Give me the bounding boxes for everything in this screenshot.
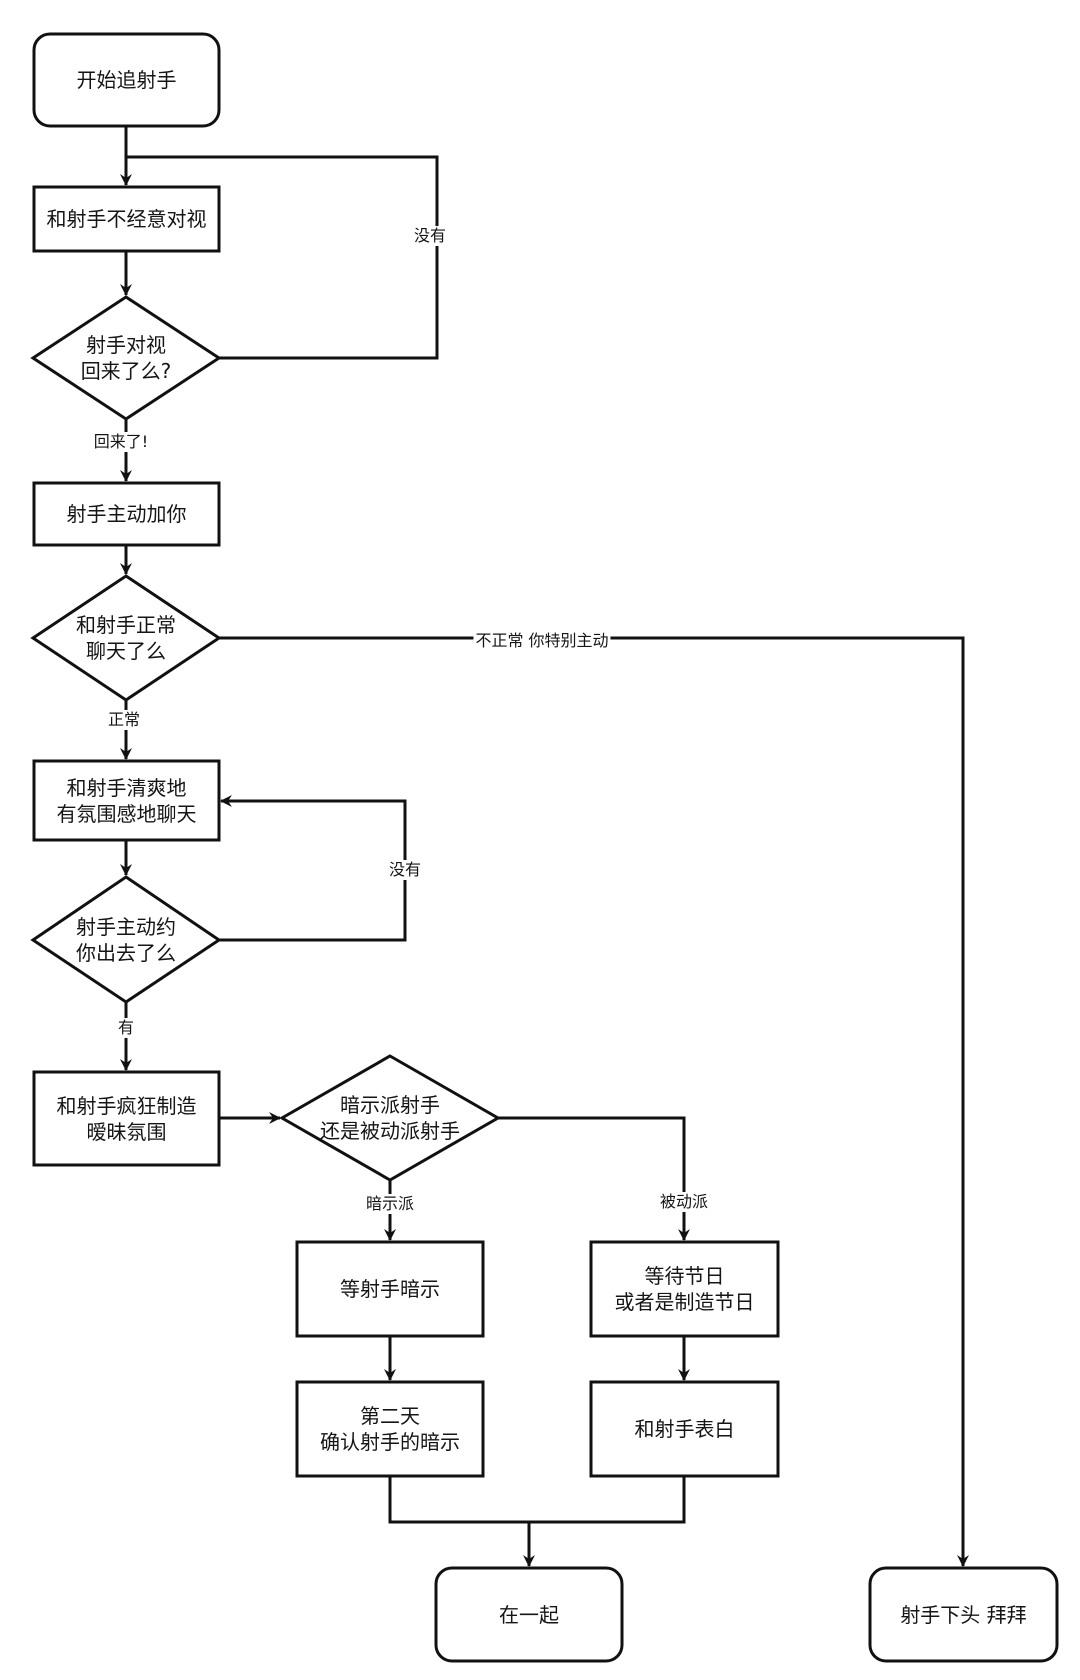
node-end-bye: 射手下头 拜拜 xyxy=(900,1602,1027,1627)
edge-label-yes-look-back: 回来了! xyxy=(91,432,151,452)
node-eye-contact: 和射手不经意对视 xyxy=(46,207,207,231)
edge-label-hint-type: 暗示派 xyxy=(363,1194,417,1214)
node-end-bye-shape xyxy=(868,1566,1059,1663)
node-confess: 和射手表白 xyxy=(634,1417,735,1441)
edge-label-no-ask-out: 没有 xyxy=(386,860,424,880)
node-q-type: 暗示派射手 还是被动派射手 xyxy=(320,1093,460,1143)
node-wait-hint: 等射手暗示 xyxy=(340,1277,440,1301)
edge-label-no-look-back: 没有 xyxy=(411,226,449,246)
edge-loop-no-look-back xyxy=(126,155,439,360)
node-confirm-hint: 第二天 确认射手的暗示 xyxy=(320,1404,460,1454)
edge-label-normal: 正常 xyxy=(105,710,143,730)
edge-q4-passive xyxy=(498,1116,690,1241)
edge-label-not-normal: 不正常 你特别主动 xyxy=(473,631,611,651)
node-start: 开始追射手 xyxy=(76,68,177,92)
node-q-look-back: 射手对视 回来了么? xyxy=(80,333,172,383)
node-q-ask-out: 射手主动约 你出去了么 xyxy=(76,914,176,965)
node-q-chat-normal: 和射手正常 聊天了么 xyxy=(76,613,176,663)
edge-label-yes-ask-out: 有 xyxy=(115,1018,137,1038)
node-end-together: 在一起 xyxy=(499,1602,559,1627)
edge-merge-to-together xyxy=(388,1476,686,1566)
edge-loop-no-ask-out xyxy=(219,795,407,942)
edge-q2-not-normal xyxy=(219,636,969,1567)
node-adds-you: 射手主动加你 xyxy=(66,502,187,526)
node-create-ambiguity: 和射手疯狂制造 暧昧氛围 xyxy=(56,1093,197,1144)
edge-label-passive-type: 被动派 xyxy=(657,1192,711,1212)
node-chat-vibe: 和射手清爽地 有氛围感地聊天 xyxy=(56,775,197,826)
node-wait-holiday: 等待节日 或者是制造节日 xyxy=(614,1264,755,1314)
